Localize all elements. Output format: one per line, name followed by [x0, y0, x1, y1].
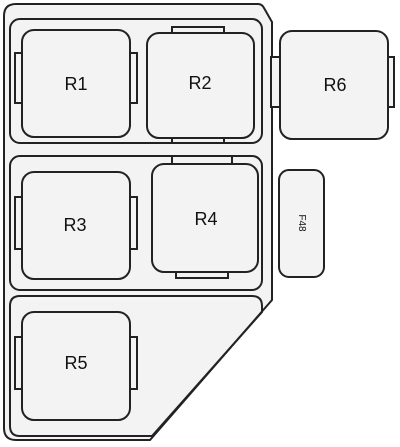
bottom-compartment-frame: [9, 295, 263, 437]
relay-r2-label: R2: [188, 73, 211, 93]
relay-r2: R2: [146, 26, 255, 144]
relay-r6: R6: [270, 30, 395, 140]
fuse-f48-body: [278, 169, 325, 278]
relay-r4-body: [151, 163, 259, 273]
fuse-f48-label: F48: [296, 214, 307, 232]
relay-r3: R3: [14, 171, 138, 280]
relay-r1-label: R1: [64, 74, 87, 94]
middle-compartment-frame: [9, 155, 263, 291]
relay-r4-label: R4: [194, 209, 217, 229]
relay-r5-body: [21, 311, 131, 421]
relay-r3-label: R3: [63, 215, 86, 235]
relay-r1-body: [21, 29, 131, 138]
relay-r1: R1: [14, 29, 138, 138]
relay-r5: R5: [14, 311, 138, 421]
relay-r5-label: R5: [64, 353, 87, 373]
top-compartment-frame: [9, 18, 263, 144]
fuse-f48: F48: [278, 169, 325, 278]
relay-r6-label: R6: [323, 75, 346, 95]
relay-r2-body: [146, 32, 255, 139]
relay-r4: R4: [151, 155, 259, 279]
relay-r3-body: [21, 171, 131, 280]
relay-r6-body: [279, 30, 389, 140]
